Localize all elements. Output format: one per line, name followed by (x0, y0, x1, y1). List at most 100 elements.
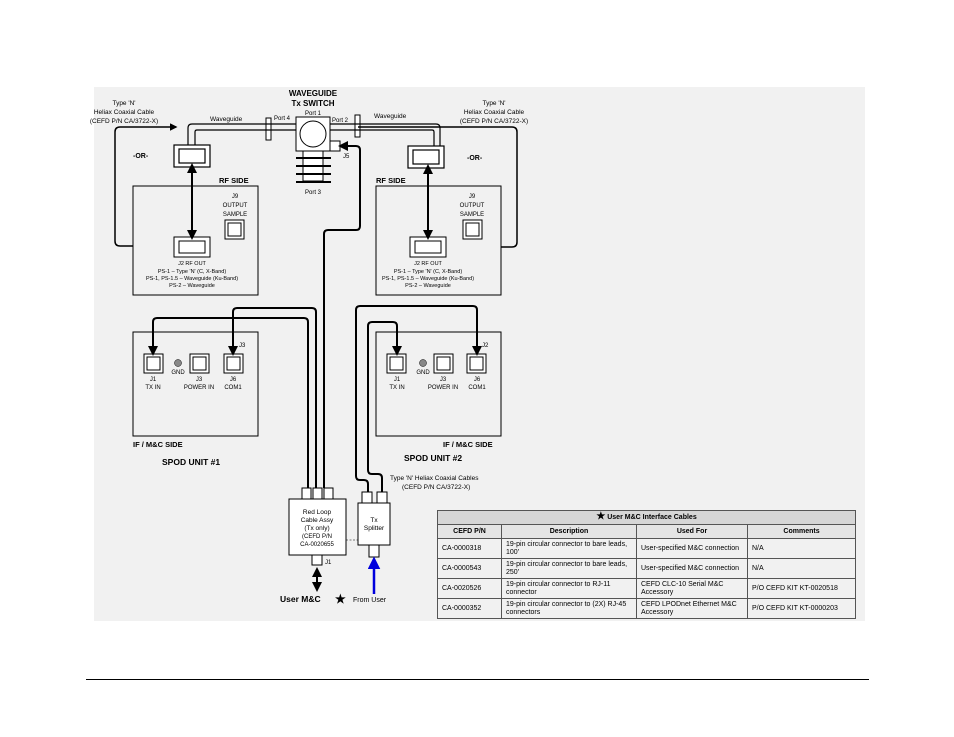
left-waveguide-label: Waveguide (210, 116, 243, 123)
svg-text:J2 RF OUT: J2 RF OUT (178, 261, 206, 267)
switch-title-2: Tx SWITCH (291, 99, 334, 108)
svg-text:J1: J1 (394, 377, 401, 383)
svg-text:TX IN: TX IN (145, 385, 160, 391)
svg-text:J9: J9 (469, 194, 476, 200)
svg-text:Heliax Coaxial Cable: Heliax Coaxial Cable (94, 109, 155, 116)
from-user-label: From User (353, 597, 387, 604)
col-header-comments: Comments (746, 524, 857, 539)
svg-text:(CEFD P/N: (CEFD P/N (302, 534, 332, 540)
svg-text:J3: J3 (239, 343, 246, 349)
table-cell: CA-0000318 (437, 538, 502, 559)
table-title-text: User M&C Interface Cables (607, 514, 697, 521)
user-mc-label: User M&C (280, 594, 321, 604)
svg-text:Splitter: Splitter (364, 525, 385, 532)
svg-text:J2 RF OUT: J2 RF OUT (414, 261, 442, 267)
svg-text:RF SIDE: RF SIDE (376, 176, 406, 185)
svg-text:IF / M&C SIDE: IF / M&C SIDE (443, 440, 493, 449)
svg-text:(CEFD P/N CA/3722-X): (CEFD P/N CA/3722-X) (460, 118, 528, 125)
svg-text:COM1: COM1 (468, 385, 486, 391)
svg-text:RF SIDE: RF SIDE (219, 176, 249, 185)
right-heliax-loop (358, 126, 518, 251)
switch-title-1: WAVEGUIDE (289, 89, 338, 98)
rf-side-unit2: RF SIDE J9 OUTPUT SAMPLE J2 RF OUT PS-1 … (375, 164, 502, 296)
table-cell: N/A (746, 538, 857, 559)
heliax-cables-label: Type 'N' Heliax Coaxial Cables (CEFD P/N… (390, 475, 479, 491)
svg-text:Type 'N' Heliax Coaxial Cables: Type 'N' Heliax Coaxial Cables (390, 475, 479, 482)
table-title: ★ User M&C Interface Cables (436, 510, 857, 525)
table-cell: N/A (746, 558, 857, 579)
svg-text:(CEFD P/N CA/3722-X): (CEFD P/N CA/3722-X) (90, 118, 158, 125)
svg-text:PS-1 – Type 'N' (C, X-Band): PS-1 – Type 'N' (C, X-Band) (158, 269, 226, 275)
star-icon: ★ (596, 511, 606, 522)
table-cell: 19-pin circular connector to (2X) RJ-45 … (501, 598, 637, 619)
svg-text:CA-0020655: CA-0020655 (300, 542, 334, 548)
svg-text:GND: GND (171, 370, 185, 376)
or-label-left: -OR- (133, 153, 149, 160)
svg-text:J6: J6 (230, 377, 237, 383)
svg-text:PS-1, PS-1.5 – Waveguide (Ku-B: PS-1, PS-1.5 – Waveguide (Ku-Band) (382, 276, 474, 282)
svg-text:J1: J1 (150, 377, 157, 383)
svg-text:J6: J6 (474, 377, 481, 383)
if-side-unit2: J2 J1 TX IN GND J3 POWER IN J6 COM1 IF /… (375, 331, 502, 449)
col-header-pn: CEFD P/N (437, 524, 502, 539)
left-heliax-loop (114, 123, 178, 250)
svg-text:PS-2 – Waveguide: PS-2 – Waveguide (405, 283, 451, 289)
switch-port2: Port 2 (332, 118, 349, 124)
svg-text:J3: J3 (440, 377, 447, 383)
table-row: CA-0000318 19-pin circular connector to … (437, 538, 857, 559)
svg-text:GND: GND (416, 370, 430, 376)
table-cell: User-specified M&C connection (636, 538, 748, 559)
svg-text:POWER IN: POWER IN (184, 385, 214, 391)
svg-text:IF / M&C SIDE: IF / M&C SIDE (133, 440, 183, 449)
svg-text:J1: J1 (325, 560, 332, 566)
svg-text:Type 'N': Type 'N' (482, 100, 505, 107)
cable-routing (148, 141, 482, 492)
svg-text:Type 'N': Type 'N' (112, 100, 135, 107)
svg-text:PS-1 – Type 'N' (C, X-Band): PS-1 – Type 'N' (C, X-Band) (394, 269, 462, 275)
svg-text:PS-2 – Waveguide: PS-2 – Waveguide (169, 283, 215, 289)
table-cell: CA-0000352 (437, 598, 502, 619)
svg-text:(CEFD P/N CA/3722-X): (CEFD P/N CA/3722-X) (402, 484, 470, 491)
table-row: CA-0020526 19-pin circular connector to … (437, 578, 857, 599)
svg-text:SAMPLE: SAMPLE (223, 212, 247, 218)
table-cell: CEFD CLC-10 Serial M&C Accessory (636, 578, 748, 599)
user-mc-star-icon: ★ (335, 592, 346, 606)
switch-j5: J5 (343, 154, 350, 160)
switch-port1: Port 1 (305, 111, 322, 117)
right-waveguide-label: Waveguide (374, 113, 407, 120)
switch-port3: Port 3 (305, 190, 322, 196)
col-header-description: Description (501, 524, 637, 539)
svg-text:COM1: COM1 (224, 385, 242, 391)
svg-text:Heliax Coaxial Cable: Heliax Coaxial Cable (464, 109, 525, 116)
or-label-right: -OR- (467, 155, 483, 162)
if-side-unit1: J3 J1 TX IN GND J3 POWER IN J6 COM1 IF /… (132, 331, 259, 449)
spod-unit2-label: SPOD UNIT #2 (404, 453, 462, 463)
table-cell: CA-0020526 (437, 578, 502, 599)
svg-text:(Tx only): (Tx only) (304, 525, 329, 532)
svg-text:TX IN: TX IN (389, 385, 404, 391)
red-loop-cable-assy: Red Loop Cable Assy (Tx only) (CEFD P/N … (288, 487, 347, 592)
table-row: CA-0000543 19-pin circular connector to … (437, 558, 857, 579)
svg-text:J3: J3 (196, 377, 203, 383)
svg-text:PS-1, PS-1.5 – Waveguide (Ku-B: PS-1, PS-1.5 – Waveguide (Ku-Band) (146, 276, 238, 282)
svg-text:POWER IN: POWER IN (428, 385, 458, 391)
table-cell: CA-0000543 (437, 558, 502, 579)
table-cell: CEFD LPODnet Ethernet M&C Accessory (636, 598, 748, 619)
table-cell: 19-pin circular connector to bare leads,… (501, 558, 637, 579)
col-header-used-for: Used For (636, 524, 748, 539)
switch-port4: Port 4 (274, 116, 291, 122)
svg-text:OUTPUT: OUTPUT (223, 203, 248, 209)
table-cell: 19-pin circular connector to bare leads,… (501, 538, 637, 559)
svg-text:OUTPUT: OUTPUT (460, 203, 485, 209)
waveguide-switch: WAVEGUIDE Tx SWITCH Port 1 Port 3 J5 Por… (265, 89, 361, 196)
table-cell: 19-pin circular connector to RJ-11 conne… (501, 578, 637, 599)
spod-unit1-label: SPOD UNIT #1 (162, 457, 220, 467)
footer-rule (86, 679, 869, 680)
table-cell: P/O CEFD KIT KT-0020518 (746, 578, 857, 599)
table-row: CA-0000352 19-pin circular connector to … (437, 598, 857, 619)
table-cell: User-specified M&C connection (636, 558, 748, 579)
right-heliax-label: Type 'N' Heliax Coaxial Cable (CEFD P/N … (460, 100, 528, 125)
right-waveguide (330, 123, 445, 169)
table-cell: P/O CEFD KIT KT-0000203 (746, 598, 857, 619)
